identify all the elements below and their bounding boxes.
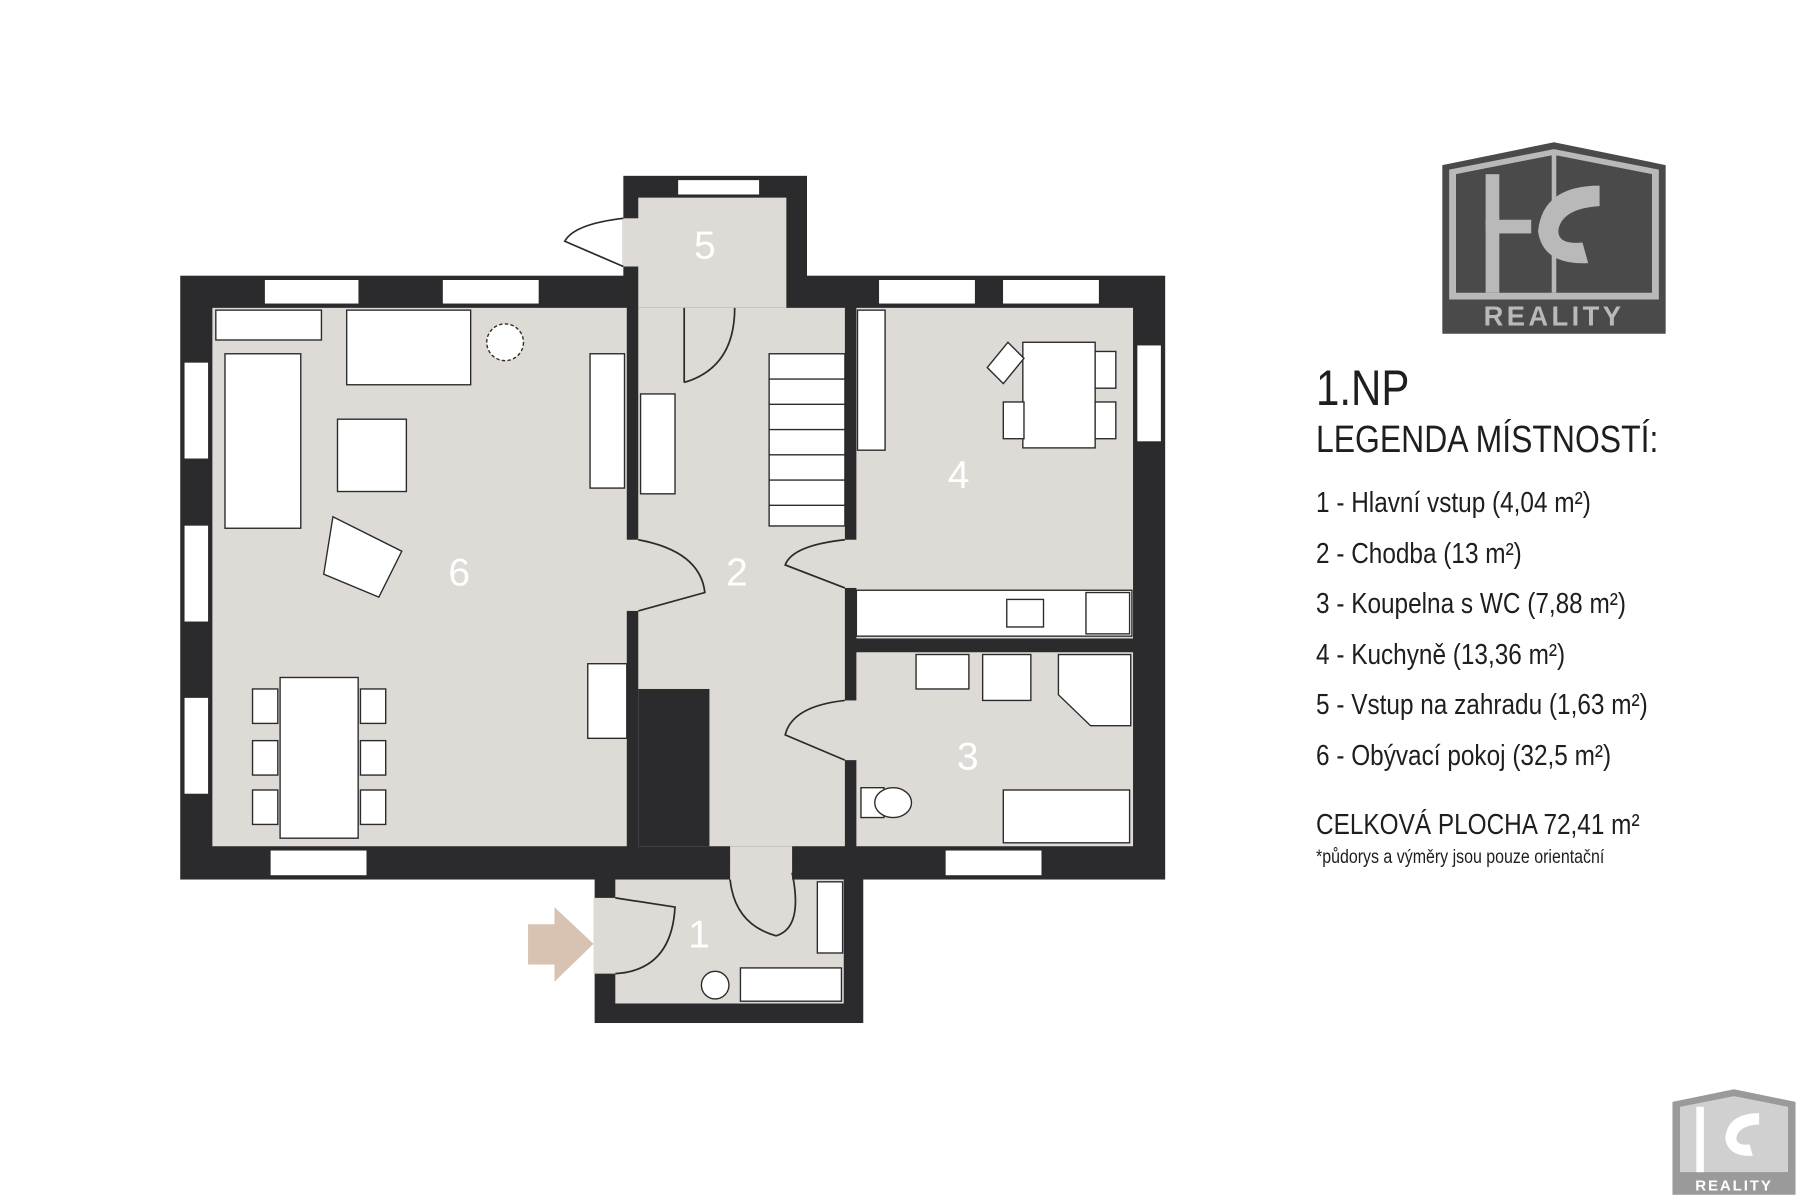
room-legend: 1.NP LEGENDA MÍSTNOSTÍ: 1 - Hlavní vstup…	[1316, 360, 1724, 871]
total-area: CELKOVÁ PLOCHA 72,41 m²	[1316, 809, 1640, 841]
room-number-4: 4	[948, 454, 970, 497]
watermark-logo: REALITY	[1672, 1089, 1796, 1195]
room-number-3: 3	[957, 735, 979, 778]
watermark-logo-text: REALITY	[1695, 1177, 1773, 1194]
room-5-floor	[638, 197, 787, 308]
furniture	[215, 309, 1133, 1002]
legend-item: 6 - Obývací pokoj (32,5 m²)	[1316, 739, 1612, 772]
legend-item: 3 - Koupelna s WC (7,88 m²)	[1316, 588, 1627, 620]
entrance-arrow-icon	[528, 907, 594, 982]
floor-title: 1.NP	[1316, 360, 1410, 416]
room-number-6: 6	[448, 552, 470, 595]
legend-title: LEGENDA MÍSTNOSTÍ:	[1316, 419, 1659, 461]
legend-item: 5 - Vstup na zahradu (1,63 m²)	[1316, 689, 1648, 721]
legend-item: 4 - Kuchyně (13,36 m²)	[1316, 638, 1566, 671]
doors	[563, 217, 846, 975]
logo-text: REALITY	[1484, 301, 1625, 332]
legend-item: 1 - Hlavní vstup (4,04 m²)	[1316, 487, 1591, 519]
stair-core	[638, 688, 710, 847]
legend-item: 2 - Chodba (13 m²)	[1316, 537, 1522, 570]
disclaimer-note: *půdorys a výměry jsou pouze orientační	[1316, 847, 1605, 868]
room-number-5: 5	[694, 224, 716, 267]
windows	[182, 178, 1163, 877]
company-logo: REALITY	[1442, 142, 1666, 334]
room-number-1: 1	[688, 913, 710, 956]
room-number-2: 2	[726, 552, 748, 595]
